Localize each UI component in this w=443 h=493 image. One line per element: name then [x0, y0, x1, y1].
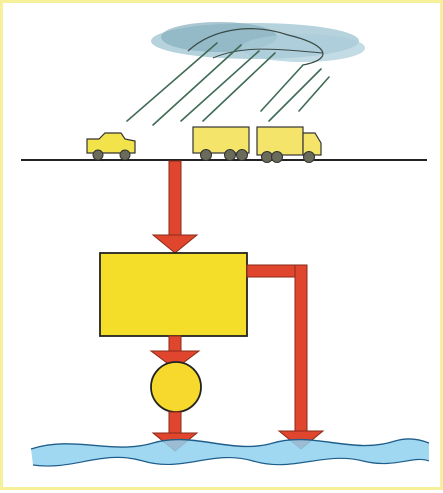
car-icon	[87, 133, 135, 160]
truck-icon	[257, 127, 321, 163]
diagram-canvas	[3, 3, 443, 493]
truck-icon	[193, 127, 249, 161]
cloud-icon	[151, 22, 365, 65]
waves-icon	[31, 439, 429, 466]
runoff-arrow	[153, 161, 197, 253]
bypass-arrow	[247, 265, 323, 449]
treatment-box	[100, 253, 247, 336]
filter-circle	[151, 362, 201, 412]
